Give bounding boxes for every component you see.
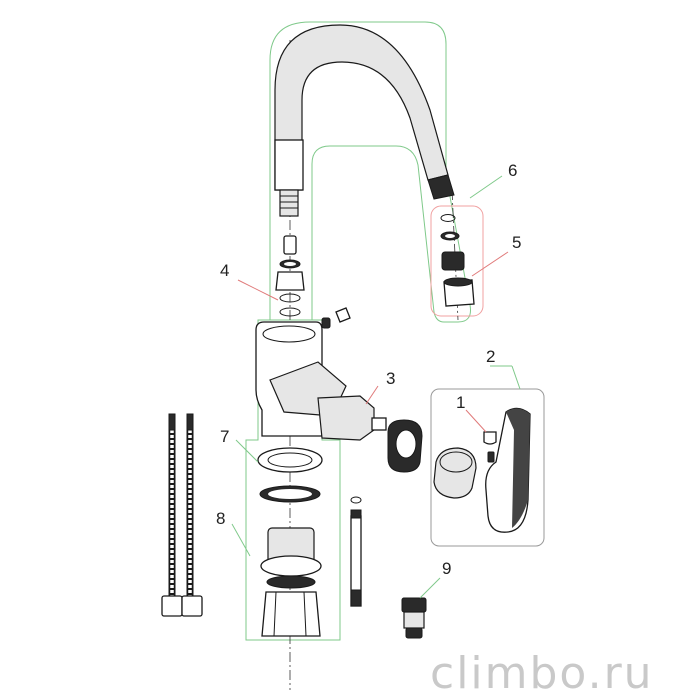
- spout-body: [274, 24, 449, 191]
- watermark: climbo.ru: [430, 648, 654, 699]
- base-ring-inner: [267, 452, 313, 468]
- stud-washer: [350, 496, 362, 504]
- o-ring-inner: [284, 262, 296, 266]
- set-screw: [321, 317, 331, 329]
- callout-5: 5: [512, 233, 521, 252]
- washer: [279, 293, 301, 303]
- spout-tip: [427, 174, 455, 200]
- leader-2b: [511, 365, 521, 390]
- leader-4: [237, 279, 279, 301]
- set-screw-cap: [335, 307, 351, 323]
- nut-edge: [273, 591, 277, 637]
- hose-left-nut: [161, 595, 183, 617]
- hose-left-tip: [168, 413, 176, 431]
- callout-3: 3: [386, 369, 395, 388]
- base-ring-top: [257, 447, 323, 473]
- spout-sleeve: [274, 139, 304, 191]
- lever-cap-top: [439, 451, 473, 473]
- cartridge: [317, 395, 375, 441]
- group-outline-aerator: [430, 205, 484, 317]
- callout-1: 1: [456, 393, 465, 412]
- connector-top: [401, 597, 427, 613]
- base-gasket-inner: [268, 489, 312, 499]
- stud-rod-top: [350, 509, 362, 519]
- aerator-insert: [441, 251, 465, 271]
- stud-rod-thread: [350, 589, 362, 607]
- leader-9: [419, 577, 441, 599]
- leader-3: [365, 385, 379, 405]
- hose-right-tip: [186, 413, 194, 431]
- cartridge-nut-hole: [395, 429, 417, 459]
- connector-bottom: [405, 627, 423, 639]
- leader-6: [469, 175, 503, 199]
- callout-6: 6: [508, 161, 517, 180]
- hose-right-nut: [181, 595, 203, 617]
- aerator-housing-top: [443, 277, 473, 287]
- aerator-ring-inner: [445, 234, 455, 238]
- leader-5: [471, 251, 509, 277]
- mount-nut: [261, 591, 321, 637]
- mount-flange: [260, 555, 322, 577]
- leader-1: [465, 409, 487, 433]
- callout-4: 4: [220, 261, 229, 280]
- leader-7: [235, 439, 259, 463]
- lever-grub-screw: [487, 451, 495, 463]
- callout-2: 2: [486, 347, 495, 366]
- washer: [279, 307, 301, 317]
- lever-cap: [433, 447, 477, 499]
- group-outline-spout: [269, 21, 471, 323]
- lever-shade: [506, 408, 530, 528]
- nut: [275, 271, 305, 291]
- nut-edge: [303, 591, 307, 637]
- body-top-opening: [262, 325, 316, 343]
- mount-washer: [266, 575, 316, 589]
- connector-body: [403, 611, 425, 629]
- cartridge-stem: [371, 417, 387, 431]
- lever-button: [483, 431, 497, 445]
- callout-7: 7: [220, 427, 229, 446]
- spout-nipple: [283, 235, 297, 255]
- callout-8: 8: [216, 509, 225, 528]
- spout-base-thread: [279, 189, 299, 217]
- leader-8: [231, 523, 251, 557]
- callout-9: 9: [442, 559, 451, 578]
- aerator-washer: [440, 214, 456, 222]
- group-outline-lever: [430, 388, 545, 547]
